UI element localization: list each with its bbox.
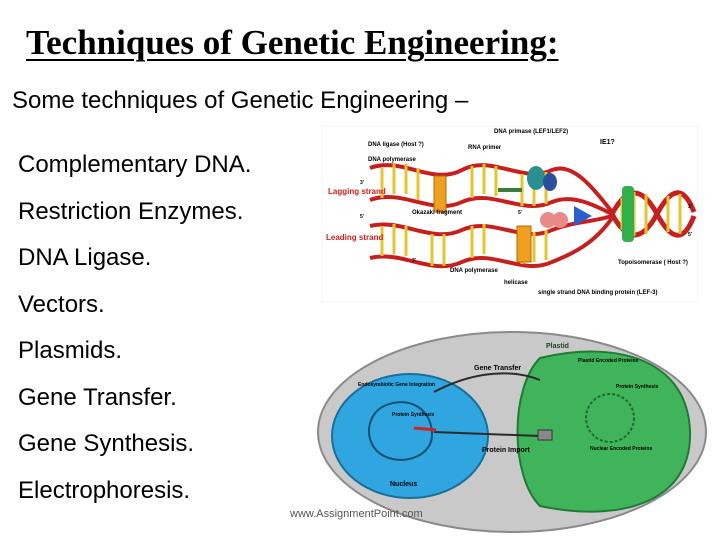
- rna-primer-label: RNA primer: [468, 145, 502, 151]
- okazaki-label: Okazaki fragment: [412, 210, 462, 216]
- slide-title: Techniques of Genetic Engineering:: [26, 23, 559, 62]
- helicase-shape: [574, 206, 592, 226]
- three-prime-label: 3': [688, 204, 692, 210]
- dna-ligase-label: DNA ligase (Host ?): [368, 142, 424, 148]
- primase-protein: [527, 166, 545, 190]
- leading-strand-label: Leading strand: [326, 233, 383, 242]
- topoisomerase-shape: [622, 186, 634, 242]
- footer-url: www.AssignmentPoint.com: [290, 508, 423, 520]
- three-prime-label: 3': [412, 258, 416, 264]
- plastid-dna-loop: [585, 393, 635, 443]
- protein-import-arrow: [433, 431, 541, 437]
- topoisomerase-label: Topoisomerase ( Host ?): [618, 260, 688, 266]
- protein-synthesis-nucleus-label: Protein Synthesis: [392, 412, 434, 418]
- dna-polymerase-top-block: [433, 175, 447, 213]
- three-prime-label: 3': [360, 180, 364, 186]
- lagging-ladder: [369, 163, 614, 216]
- list-item: Gene Synthesis.: [18, 430, 195, 457]
- helicase-label: helicase: [504, 280, 528, 286]
- dna-polymerase-top-label: DNA polymerase: [368, 157, 416, 163]
- replication-diagram: DNA primase (LEF1/LEF2) DNA ligase (Host…: [322, 126, 698, 302]
- ssb-protein: [552, 212, 568, 228]
- plastid-label: Plastid: [546, 343, 569, 350]
- list-item: Restriction Enzymes.: [18, 197, 244, 225]
- dna-polymerase-bottom-label: DNA polymerase: [450, 268, 498, 274]
- protein-synthesis-marker: [413, 426, 437, 432]
- nucleus-shape: [331, 373, 489, 499]
- list-item: Plasmids.: [18, 337, 123, 364]
- dna-primase-label: DNA primase (LEF1/LEF2): [494, 129, 568, 135]
- lagging-strand-label: Lagging strand: [328, 187, 386, 196]
- ssb-label: single strand DNA binding protein (LEF-3…: [538, 290, 657, 296]
- ie1-label: IE1?: [600, 139, 615, 146]
- primase-subunit: [543, 173, 557, 191]
- plastid-encoded-label: Plastid Encoded Proteins: [578, 358, 639, 364]
- list-item: Complementary DNA.: [18, 151, 252, 178]
- list-item: Vectors.: [18, 290, 105, 318]
- gene-transfer-figure: Plastid Gene Transfer Endosymbiotic Gene…: [314, 326, 712, 538]
- gene-transfer-arrow: [433, 372, 541, 393]
- dna-polymerase-bottom-block: [516, 225, 532, 263]
- nuclear-encoded-label: Nuclear Encoded Proteins: [590, 446, 652, 452]
- protein-synthesis-plastid-label: Protein Synthesis: [616, 384, 658, 390]
- gene-transfer-label: Gene Transfer: [474, 365, 521, 372]
- import-channel: [537, 429, 553, 441]
- list-item: Gene Transfer.: [18, 383, 177, 411]
- five-prime-label: 5': [360, 214, 364, 220]
- figure-background: [322, 126, 698, 302]
- techniques-list: Complementary DNA. Restriction Enzymes. …: [18, 147, 251, 519]
- list-item: Electrophoresis.: [18, 476, 191, 504]
- nuclear-dna-loop: [368, 401, 434, 461]
- ssb-protein: [540, 212, 556, 228]
- intro-text: Some techniques of Genetic Engineering –: [12, 87, 469, 114]
- dna-replication-figure: DNA primase (LEF1/LEF2) DNA ligase (Host…: [322, 126, 698, 302]
- endosymbiotic-label: Endosymbiotic Gene Integration: [358, 382, 435, 388]
- cell-diagram: Plastid Gene Transfer Endosymbiotic Gene…: [317, 331, 707, 533]
- nucleus-label: Nucleus: [390, 481, 417, 488]
- five-prime-label: 5': [518, 210, 522, 216]
- plastid-shape: [516, 350, 692, 513]
- list-item: DNA Ligase.: [18, 244, 152, 271]
- protein-import-label: Protein Import: [482, 447, 531, 454]
- five-prime-label: 5': [688, 232, 692, 238]
